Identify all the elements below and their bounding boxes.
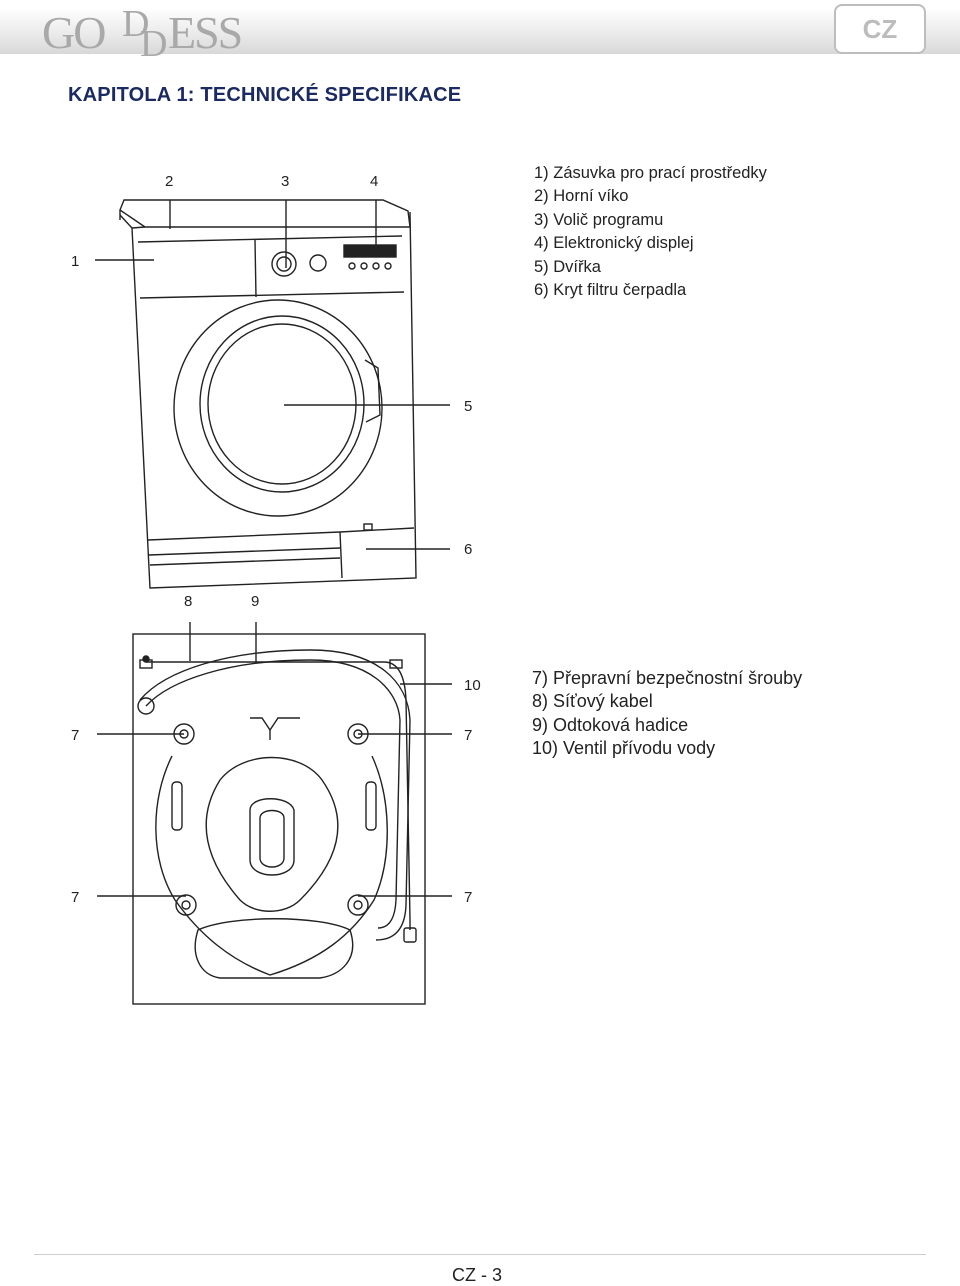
header-band [0,8,960,54]
chapter-title: KAPITOLA 1: TECHNICKÉ SPECIFIKACE [68,84,462,106]
legend-item: 8) Síťový kabel [532,691,653,712]
callout-label: 8 [184,593,192,610]
callout-label: 4 [370,173,378,190]
callout-label: 3 [281,173,289,190]
callout-label: 1 [71,253,79,270]
callout-label: 7 [464,889,472,906]
legend-item: 2) Horní víko [534,187,629,206]
legend-item: 7) Přepravní bezpečnostní šrouby [532,668,803,688]
svg-text:D: D [140,23,167,58]
svg-text:D: D [122,3,149,45]
language-badge: CZ [834,4,926,54]
washer-back-illustration [132,633,426,1005]
callout-label: 10 [464,677,481,694]
washer-front-illustration [119,199,417,589]
svg-text:GO: GO [42,7,105,58]
front-parts-legend: 1) Zásuvka pro prací prostředky 2) Horní… [534,162,767,302]
brand-logo: GO D D ESS [42,3,243,58]
legend-item: 5) Dvířka [534,257,601,276]
callout-label: 2 [165,173,173,190]
callout-label: 7 [464,727,472,744]
legend-item: 6) Kryt filtru čerpadla [534,281,687,300]
callout-label: 9 [251,593,259,610]
legend-item: 10) Ventil přívodu vody [532,738,716,759]
legend-item: 4) Elektronický displej [534,234,694,253]
svg-text:ESS: ESS [168,7,241,58]
callout-label: 7 [71,889,79,906]
callout-label: 7 [71,727,79,744]
callout-label: 6 [464,541,472,558]
legend-item: 9) Odtoková hadice [532,714,689,735]
callout-label: 5 [464,398,472,415]
back-parts-legend: 7) Přepravní bezpečnostní šrouby 8) Síťo… [532,667,802,761]
footer-divider [34,1254,926,1255]
legend-item: 1) Zásuvka pro prací prostředky [534,164,767,182]
page-number: CZ - 3 [452,1265,503,1285]
legend-item: 3) Volič programu [534,210,664,229]
